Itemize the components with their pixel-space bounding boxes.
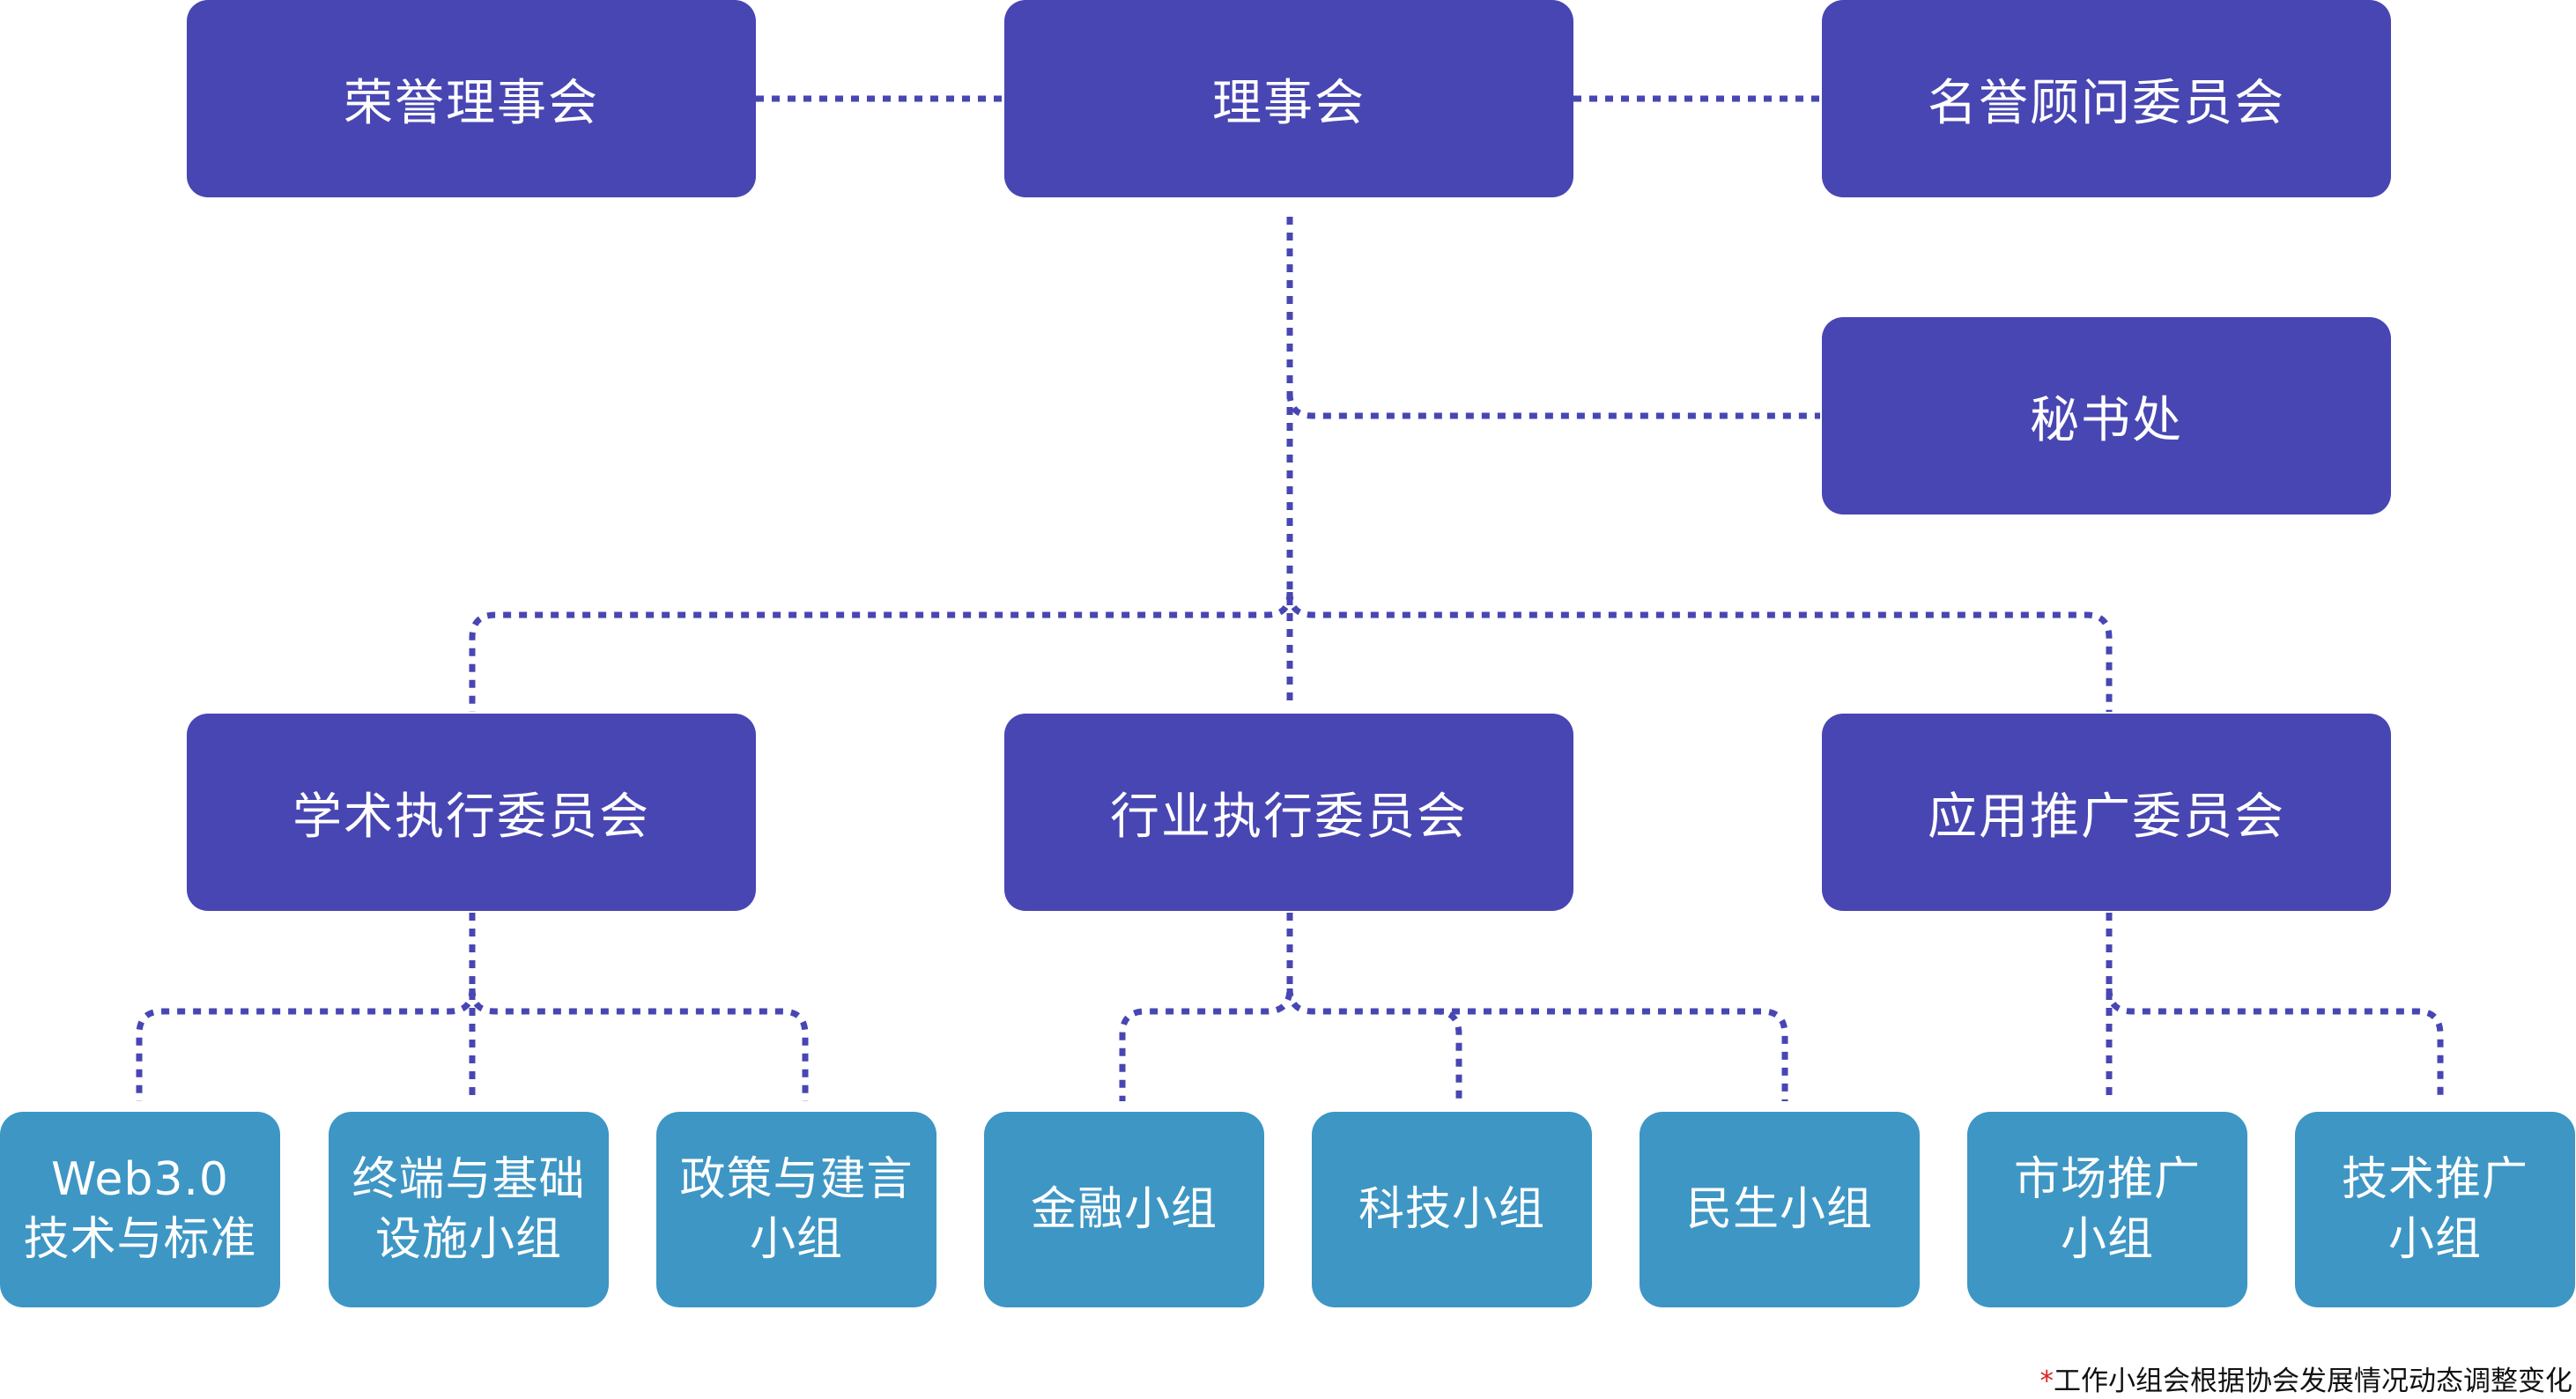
finance-group-box: 金融小组 (984, 1112, 1264, 1307)
connector-finance (1119, 913, 1293, 1101)
web3-standards-group-box: Web3.0 技术与标准 (0, 1112, 280, 1307)
footnote-text: 工作小组会根据协会发展情况动态调整变化 (2054, 1366, 2572, 1397)
footnote: *工作小组会根据协会发展情况动态调整变化 (2040, 1358, 2573, 1398)
connector-academic (469, 591, 1293, 712)
livelihood-group-box: 民生小组 (1640, 1112, 1920, 1307)
connector-technology (1286, 988, 1462, 1101)
secretariat-box: 秘书处 (1822, 317, 2391, 514)
honorary-board-box: 荣誉理事会 (187, 0, 756, 197)
connector-tech-promo (2106, 988, 2444, 1101)
connector-livelihood (1436, 1008, 1788, 1101)
market-promo-group-box: 市场推广 小组 (1967, 1112, 2247, 1307)
connector-application (1286, 591, 2113, 712)
connector-policy (469, 988, 809, 1101)
connector-secretariat (1286, 392, 1820, 419)
connector-web3 (136, 988, 476, 1101)
application-committee-box: 应用推广委员会 (1822, 714, 2391, 911)
tech-promo-group-box: 技术推广 小组 (2295, 1112, 2575, 1307)
technology-group-box: 科技小组 (1312, 1112, 1592, 1307)
board-box: 理事会 (1004, 0, 1573, 197)
policy-advice-group-box: 政策与建言 小组 (656, 1112, 936, 1307)
terminal-infra-group-box: 终端与基础 设施小组 (329, 1112, 609, 1307)
industry-committee-box: 行业执行委员会 (1004, 714, 1573, 911)
honorary-advisory-box: 名誉顾问委员会 (1822, 0, 2391, 197)
footnote-asterisk: * (2039, 1366, 2054, 1397)
academic-committee-box: 学术执行委员会 (187, 714, 756, 911)
